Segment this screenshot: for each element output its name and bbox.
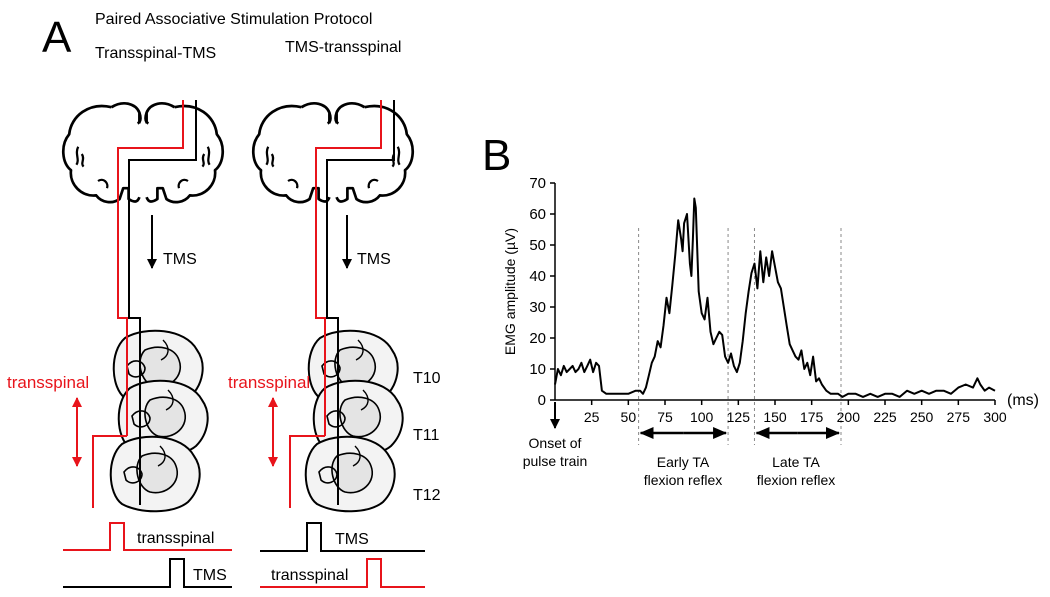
x-tick-label: 225 (873, 409, 897, 425)
y-tick-label: 40 (529, 268, 546, 285)
left-pulse-bottom-label: TMS (193, 567, 227, 584)
late-label-line1: Late TA (772, 454, 820, 470)
right-vertebrae-icon (304, 329, 404, 513)
level-t11: T11 (413, 427, 439, 444)
x-tick-label: 250 (910, 409, 934, 425)
y-tick-label: 60 (529, 206, 546, 223)
right-transspinal-lead (289, 435, 325, 508)
onset-label-line1: Onset of (529, 435, 582, 451)
x-ticks: 25 50 75 100 125 150 175 200 225 250 275 300 (584, 400, 1007, 425)
left-transspinal-pulse (63, 522, 232, 551)
left-transspinal-lead (92, 435, 127, 508)
right-transspinal-pulse (260, 558, 425, 588)
x-tick-label: 25 (584, 409, 600, 425)
x-tick-label: 75 (657, 409, 673, 425)
late-label-line2: flexion reflex (757, 472, 836, 488)
left-transspinal-label: transspinal (7, 373, 89, 392)
right-protocol-title: TMS-transspinal (285, 39, 401, 56)
y-ticks: 0 10 20 30 40 50 60 70 (529, 175, 555, 409)
emg-chart: 0 10 20 30 40 50 60 70 25 50 75 100 125 150 175 200 225… (502, 175, 1039, 445)
x-tick-label: 100 (690, 409, 714, 425)
x-axis-unit-label: (ms) (1007, 392, 1039, 409)
right-tms-pathway (326, 100, 395, 505)
early-label-line1: Early TA (657, 454, 710, 470)
right-brain-icon (251, 102, 415, 204)
x-tick-label: 200 (837, 409, 861, 425)
left-brain-icon (61, 102, 225, 204)
x-tick-label: 50 (621, 409, 637, 425)
left-transspinal-pathway (117, 100, 184, 436)
x-tick-label: 150 (763, 409, 787, 425)
emg-trace-line (554, 197, 996, 398)
left-tms-pulse (63, 558, 232, 588)
y-axis-label: EMG amplitude (µV) (502, 228, 518, 355)
left-protocol-title: Transspinal-TMS (95, 45, 216, 62)
x-tick-label: 275 (947, 409, 971, 425)
panel-a-letter: A (42, 13, 72, 62)
y-tick-label: 50 (529, 237, 546, 254)
y-tick-label: 30 (529, 299, 546, 316)
panel-a-title: Paired Associative Stimulation Protocol (95, 11, 372, 28)
right-pulse-bottom-label: transspinal (271, 567, 348, 584)
right-transspinal-label: transspinal (228, 373, 310, 392)
right-tms-pulse (260, 522, 425, 552)
level-t10: T10 (413, 370, 441, 387)
right-transspinal-pathway (315, 100, 382, 436)
left-tms-label: TMS (163, 251, 197, 268)
y-tick-label: 70 (529, 175, 546, 192)
early-label-line2: flexion reflex (644, 472, 723, 488)
panel-b-letter: B (482, 131, 511, 180)
x-tick-label: 125 (727, 409, 751, 425)
level-t12: T12 (413, 487, 441, 504)
left-vertebrae-icon (109, 329, 209, 513)
left-tms-pathway (128, 100, 197, 505)
y-tick-label: 0 (538, 392, 546, 409)
right-tms-label: TMS (357, 251, 391, 268)
x-tick-label: 300 (983, 409, 1007, 425)
left-pulse-top-label: transspinal (137, 530, 214, 547)
onset-label-line2: pulse train (523, 453, 588, 469)
y-tick-label: 20 (529, 330, 546, 347)
right-pulse-top-label: TMS (335, 531, 369, 548)
y-tick-label: 10 (529, 361, 546, 378)
x-tick-label: 175 (800, 409, 824, 425)
